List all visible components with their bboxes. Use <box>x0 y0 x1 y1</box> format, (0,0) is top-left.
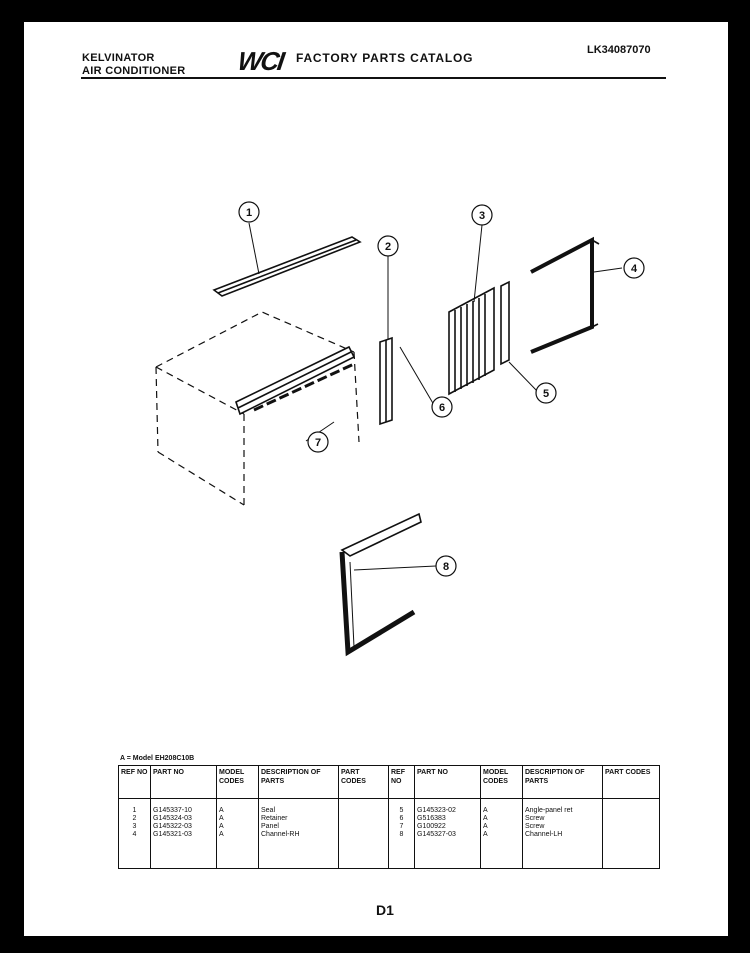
header-rule <box>81 77 666 79</box>
ref-cell: 5 6 7 8 <box>388 798 415 869</box>
callout-6: 6 <box>431 396 453 418</box>
svg-text:5: 5 <box>543 388 549 400</box>
callout-2: 2 <box>377 235 399 257</box>
header-ref-no-2: REF NO <box>388 765 415 799</box>
header-part-no-2: PART NO <box>414 765 481 799</box>
part-channel-rh-drawing <box>530 236 600 354</box>
catalog-title: FACTORY PARTS CATALOG <box>296 51 474 65</box>
svg-text:2: 2 <box>385 241 391 253</box>
part-channel-lh-drawing <box>339 512 422 657</box>
model-code-cell: A A A A <box>480 798 523 869</box>
header-part-no: PART NO <box>150 765 217 799</box>
svg-text:1: 1 <box>246 207 252 219</box>
catalog-sheet: KELVINATOR AIR CONDITIONER WCI FACTORY P… <box>24 22 728 936</box>
part-seal-drawing <box>212 236 362 297</box>
header-part-codes-2: PART CODES <box>602 765 660 799</box>
header-ref-no: REF NO <box>118 765 151 799</box>
part-screw-7-area <box>235 345 356 416</box>
model-code-cell: A A A A <box>216 798 259 869</box>
part-number-cell: G145323-02 G516383 G100922 G145327-03 <box>414 798 481 869</box>
callout-5: 5 <box>535 382 557 404</box>
callout-3: 3 <box>471 204 493 226</box>
table-row: 1 2 3 4 G145337-10 G145324-03 G145322-03… <box>118 798 660 869</box>
callout-1: 1 <box>238 201 260 223</box>
part-angle-drawing <box>500 280 510 366</box>
brand-name: KELVINATOR <box>82 52 155 64</box>
exploded-parts-diagram: 1 2 3 4 5 6 7 8 <box>155 201 645 657</box>
header-model-codes: MODEL CODES <box>216 765 259 799</box>
table-header-row: REF NO PART NO MODEL CODES DESCRIPTION O… <box>118 765 660 799</box>
cabinet-outline-drawing <box>155 311 360 506</box>
catalog-code: LK34087070 <box>587 44 651 56</box>
description-cell: Angle-panel ret Screw Screw Channel-LH <box>522 798 603 869</box>
header-description: DESCRIPTION OF PARTS <box>258 765 339 799</box>
part-retainer-drawing <box>379 336 393 426</box>
header-description-2: DESCRIPTION OF PARTS <box>522 765 603 799</box>
product-type: AIR CONDITIONER <box>82 65 186 77</box>
svg-text:4: 4 <box>631 263 638 275</box>
svg-text:6: 6 <box>439 402 445 414</box>
part-code-cell <box>338 798 389 869</box>
header-part-codes: PART CODES <box>338 765 389 799</box>
brand-block: KELVINATOR AIR CONDITIONER <box>82 52 186 78</box>
svg-text:8: 8 <box>443 561 449 573</box>
part-panel-drawing <box>448 286 495 396</box>
page-number: D1 <box>376 902 394 918</box>
callout-8: 8 <box>435 555 457 577</box>
description-cell: Seal Retainer Panel Channel-RH <box>258 798 339 869</box>
model-note: A = Model EH208C10B <box>120 755 195 762</box>
svg-text:3: 3 <box>479 210 485 222</box>
ref-cell: 1 2 3 4 <box>118 798 151 869</box>
parts-table: REF NO PART NO MODEL CODES DESCRIPTION O… <box>118 765 660 869</box>
part-code-cell <box>602 798 660 869</box>
svg-text:7: 7 <box>315 437 321 449</box>
callout-4: 4 <box>623 257 645 279</box>
header-model-codes-2: MODEL CODES <box>480 765 523 799</box>
callout-7: 7 <box>307 431 329 453</box>
part-number-cell: G145337-10 G145324-03 G145322-03 G145321… <box>150 798 217 869</box>
